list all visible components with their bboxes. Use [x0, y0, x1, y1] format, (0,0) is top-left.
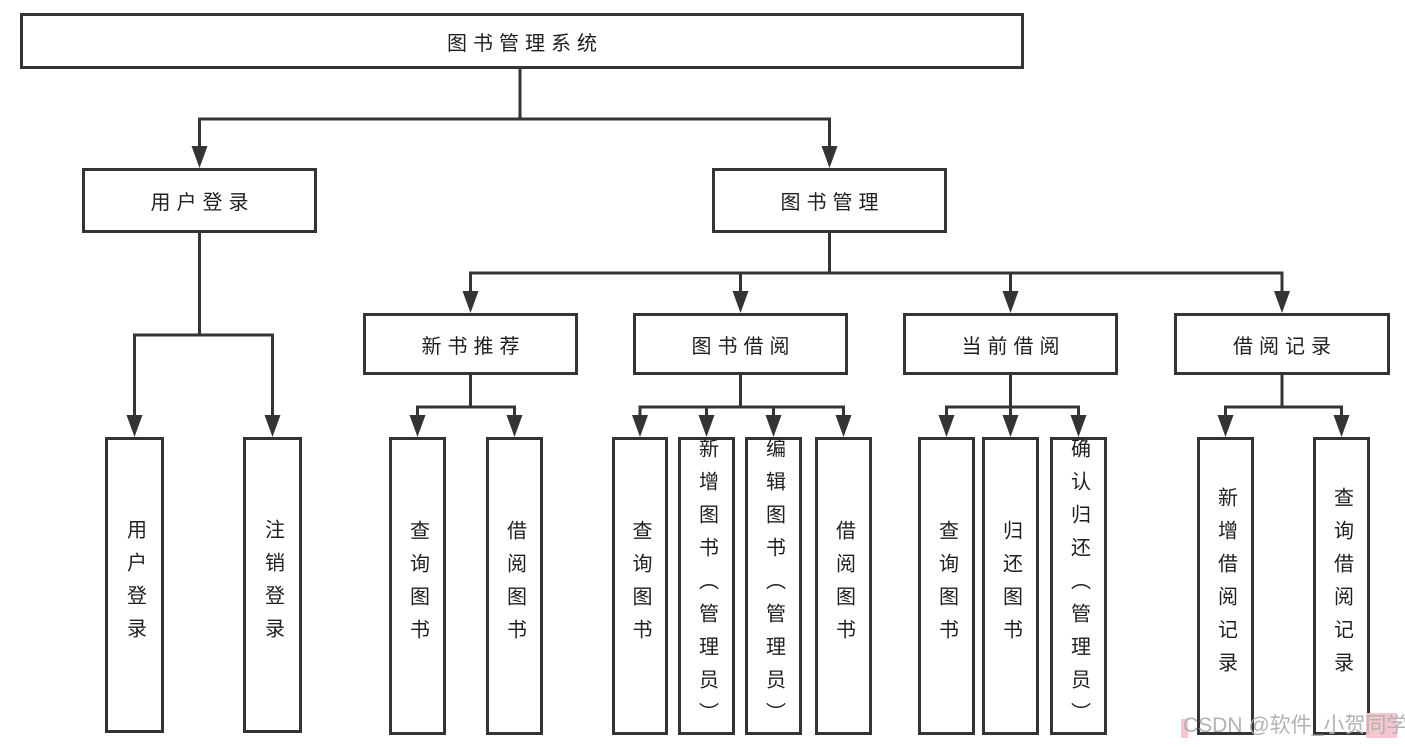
leaf-label: 查询借阅记录 — [1330, 487, 1353, 685]
arrowhead-down-icon — [191, 146, 208, 168]
node-root-library-management-system: 图书管理系统 — [20, 13, 1024, 69]
node-label: 图书借阅 — [691, 335, 796, 358]
leaf-label: 查询图书 — [629, 520, 651, 652]
arrowhead-down-icon — [126, 415, 143, 437]
leaf-search-books-recommend: 查询图书 — [389, 437, 446, 735]
arrowhead-down-icon — [1217, 415, 1234, 437]
leaf-label: 归还图书 — [999, 520, 1022, 652]
node-book-management: 图书管理 — [712, 168, 947, 233]
arrowhead-down-icon — [1333, 415, 1350, 437]
leaf-label: 查询图书 — [406, 520, 429, 652]
arrowhead-down-icon — [821, 146, 838, 168]
node-label: 图书管理 — [780, 192, 885, 214]
arrowhead-down-icon — [506, 415, 523, 437]
leaf-borrow-books-borrowing: 借阅图书 — [815, 437, 872, 735]
leaf-search-borrow-record: 查询借阅记录 — [1313, 437, 1370, 735]
leaf-label: 借阅图书 — [503, 520, 526, 652]
arrowhead-down-icon — [698, 415, 715, 437]
watermark-text: CSDN @软件_小贺同学 — [1183, 714, 1405, 737]
arrowhead-down-icon — [1274, 291, 1290, 313]
arrowhead-down-icon — [462, 291, 479, 313]
watermark: CSDN @软件_小贺同学 — [1181, 712, 1405, 742]
arrowhead-down-icon — [409, 415, 426, 437]
leaf-return-books: 归还图书 — [982, 437, 1039, 735]
leaf-label: 编辑图书（管理员） — [762, 437, 785, 735]
leaf-logout: 注销登录 — [243, 437, 302, 733]
arrowhead-down-icon — [765, 415, 782, 437]
leaf-search-books-borrowing: 查询图书 — [612, 437, 668, 735]
leaf-label: 查询图书 — [935, 520, 958, 652]
arrowhead-down-icon — [264, 415, 281, 437]
watermark-accent-right — [1366, 713, 1397, 738]
leaf-label: 新增借阅记录 — [1214, 487, 1237, 685]
leaf-label: 确认归还（管理员） — [1067, 437, 1090, 735]
arrowhead-down-icon — [1002, 415, 1019, 437]
arrowhead-down-icon — [732, 291, 749, 313]
node-current-borrowing: 当前借阅 — [903, 313, 1118, 375]
leaf-confirm-return-admin: 确认归还（管理员） — [1050, 437, 1107, 735]
watermark-accent-left — [1181, 719, 1188, 738]
node-label: 当前借阅 — [961, 335, 1066, 358]
arrowhead-down-icon — [632, 415, 648, 437]
arrowhead-down-icon — [1002, 291, 1019, 313]
node-label: 新书推荐 — [421, 335, 526, 358]
arrowhead-down-icon — [1070, 415, 1087, 437]
node-book-borrowing: 图书借阅 — [633, 313, 848, 375]
node-user-login: 用户登录 — [82, 168, 317, 233]
leaf-search-books-current: 查询图书 — [918, 437, 975, 735]
leaf-borrow-books-recommend: 借阅图书 — [486, 437, 543, 735]
leaf-edit-book-admin: 编辑图书（管理员） — [745, 437, 802, 735]
leaf-label: 新增图书（管理员） — [695, 437, 718, 735]
node-new-book-recommendation: 新书推荐 — [363, 313, 578, 375]
leaf-label: 注销登录 — [261, 519, 284, 651]
leaf-add-borrow-record: 新增借阅记录 — [1197, 437, 1254, 735]
leaf-add-book-admin: 新增图书（管理员） — [678, 437, 735, 735]
leaf-label: 用户登录 — [123, 519, 146, 651]
leaf-label: 借阅图书 — [832, 520, 855, 652]
arrowhead-down-icon — [835, 415, 852, 437]
arrowhead-down-icon — [938, 415, 955, 437]
node-label: 用户登录 — [150, 192, 255, 214]
node-label: 图书管理系统 — [447, 32, 603, 55]
node-borrowing-records: 借阅记录 — [1174, 313, 1390, 375]
node-label: 借阅记录 — [1233, 335, 1337, 358]
leaf-user-login: 用户登录 — [105, 437, 164, 733]
